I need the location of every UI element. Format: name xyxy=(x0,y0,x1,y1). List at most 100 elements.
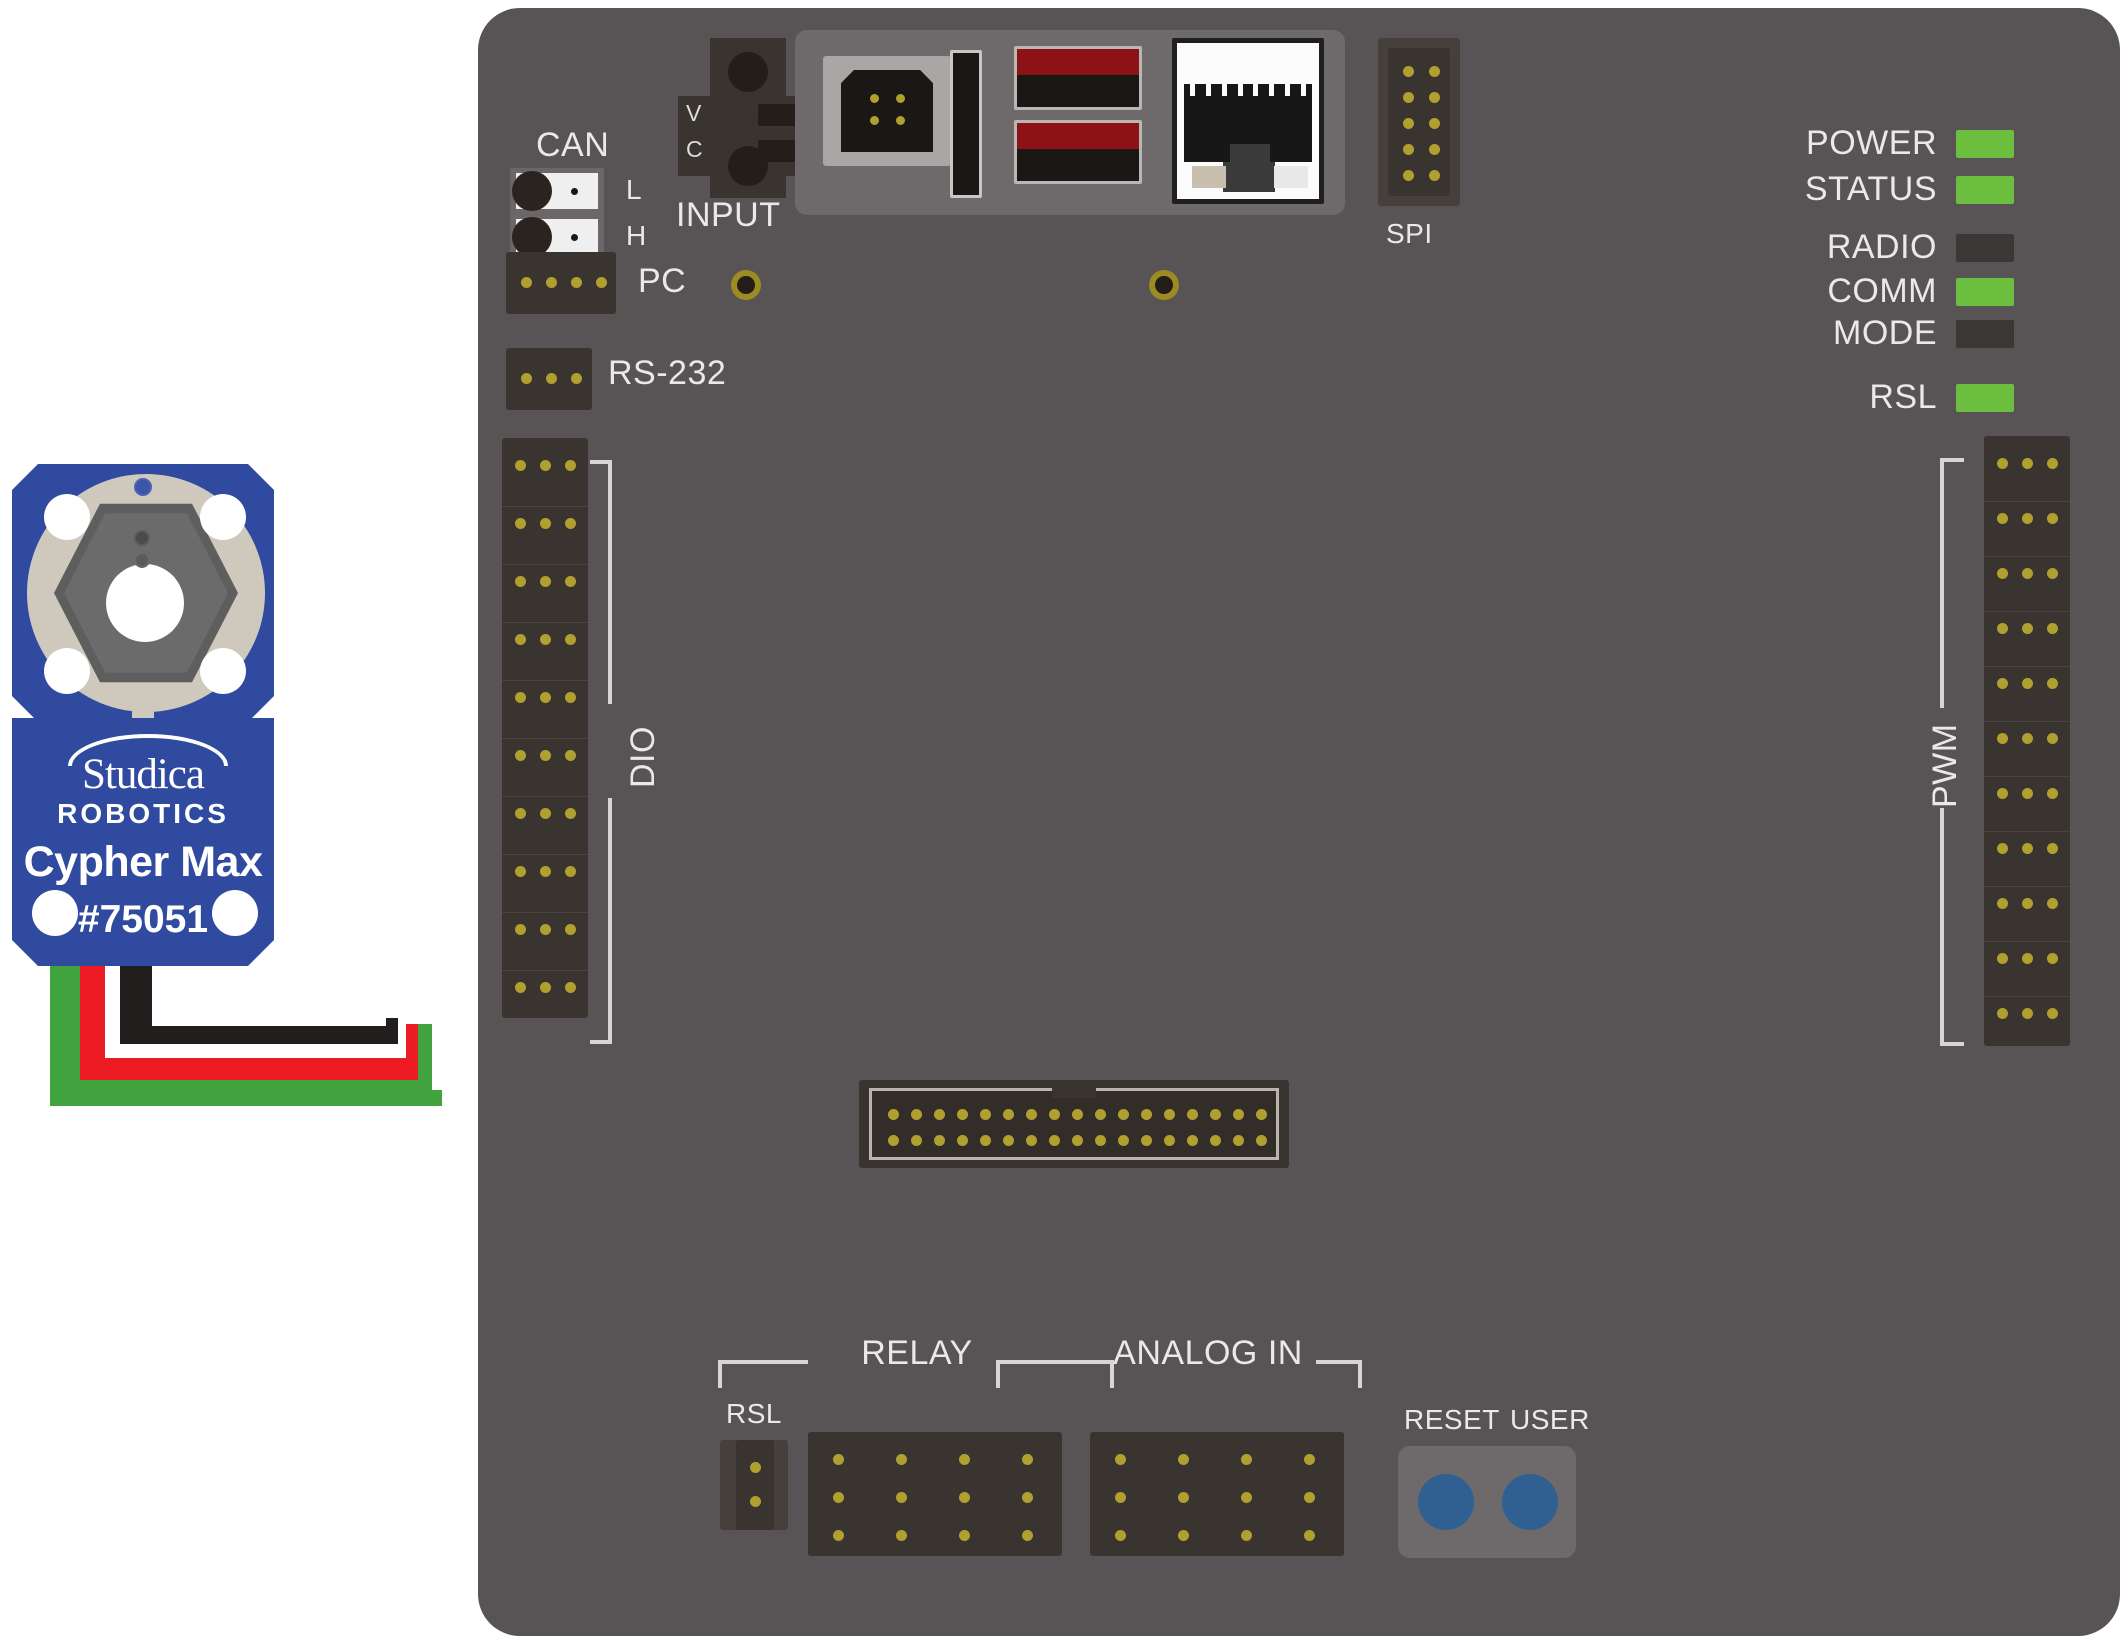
header-pin xyxy=(1241,1492,1252,1503)
header-pin xyxy=(2047,953,2058,964)
controller-board: CAN L H V C INPUT xyxy=(478,8,2120,1636)
header-pin xyxy=(2047,678,2058,689)
header-row-divider xyxy=(502,738,588,739)
header-pin xyxy=(833,1530,844,1541)
header-row-divider xyxy=(502,680,588,681)
header-pin xyxy=(2022,788,2033,799)
rs232-header[interactable] xyxy=(506,348,592,410)
led-rsl-label: RSL xyxy=(1869,378,1937,416)
header-pin xyxy=(1997,623,2008,634)
led-comm-label: COMM xyxy=(1827,272,1937,310)
header-pin xyxy=(1997,678,2008,689)
reset-button-label: RESET xyxy=(1404,1404,1500,1435)
header-pin xyxy=(2022,513,2033,524)
header-pin xyxy=(1210,1135,1221,1146)
header-pin xyxy=(1997,898,2008,909)
header-pin xyxy=(1997,1008,2008,1019)
mount-hole-bl2 xyxy=(32,890,78,936)
pwm-header[interactable] xyxy=(1984,436,2070,1046)
header-row-divider xyxy=(1984,666,2070,667)
dio-header[interactable] xyxy=(502,438,588,1018)
header-pin xyxy=(2047,458,2058,469)
led-comm-indicator xyxy=(1956,278,2014,306)
header-pin xyxy=(515,982,526,993)
wire-divider-4b xyxy=(432,1018,442,1090)
reset-button[interactable] xyxy=(1418,1474,1474,1530)
header-pin xyxy=(1072,1109,1083,1120)
header-pin xyxy=(2047,568,2058,579)
header-pin xyxy=(540,924,551,935)
pc-header[interactable] xyxy=(506,252,616,314)
analog-in-header[interactable] xyxy=(1090,1432,1344,1556)
header-pin xyxy=(565,924,576,935)
sensor-brand-sub: ROBOTICS xyxy=(57,798,229,829)
header-pin xyxy=(1256,1135,1267,1146)
header-pin xyxy=(540,982,551,993)
header-pin xyxy=(1256,1109,1267,1120)
header-pin xyxy=(1178,1492,1189,1503)
header-pin xyxy=(888,1135,899,1146)
header-pin xyxy=(1178,1454,1189,1465)
sensor-product-name: Cypher Max xyxy=(23,838,263,886)
led-status-label: STATUS xyxy=(1804,170,1937,208)
header-pin xyxy=(980,1135,991,1146)
mount-hole-br2 xyxy=(212,890,258,936)
header-pin xyxy=(1115,1492,1126,1503)
header-pin xyxy=(1304,1492,1315,1503)
header-pin xyxy=(2022,678,2033,689)
mounting-hole-right xyxy=(1149,270,1179,300)
rs232-label: RS-232 xyxy=(608,354,727,392)
header-pin xyxy=(1997,568,2008,579)
header-pin xyxy=(1022,1530,1033,1541)
wire-divider-7 xyxy=(42,1076,50,1114)
header-row-divider xyxy=(1984,941,2070,942)
header-pin xyxy=(515,518,526,529)
header-pin xyxy=(515,924,526,935)
user-button[interactable] xyxy=(1502,1474,1558,1530)
header-pin xyxy=(1026,1135,1037,1146)
header-pin xyxy=(540,634,551,645)
header-pin xyxy=(2022,953,2033,964)
header-pin xyxy=(1118,1135,1129,1146)
usb-a-port-1[interactable] xyxy=(1014,46,1142,110)
relay-header[interactable] xyxy=(808,1432,1062,1556)
can-terminal-block[interactable] xyxy=(510,168,604,260)
wire-divider-2 xyxy=(105,1044,405,1058)
header-pin xyxy=(2047,733,2058,744)
signal-wire-horizontal xyxy=(50,1080,442,1110)
input-label: INPUT xyxy=(676,196,781,234)
sensor-brand: Studica xyxy=(82,751,205,798)
wire-divider-5 xyxy=(442,1012,450,1112)
led-radio-label: RADIO xyxy=(1826,228,1937,266)
header-row-divider xyxy=(1984,611,2070,612)
header-pin xyxy=(2047,898,2058,909)
header-row-divider xyxy=(502,970,588,971)
header-pin xyxy=(2022,1008,2033,1019)
header-pin xyxy=(896,1454,907,1465)
header-pin xyxy=(565,692,576,703)
header-pin xyxy=(1095,1109,1106,1120)
header-pin xyxy=(1022,1454,1033,1465)
can-label: CAN xyxy=(536,126,610,164)
header-pin xyxy=(565,518,576,529)
spi-label: SPI xyxy=(1386,218,1433,249)
header-pin xyxy=(515,460,526,471)
header-pin xyxy=(1141,1109,1152,1120)
usb-a-port-2[interactable] xyxy=(1014,120,1142,184)
header-row-divider xyxy=(1984,721,2070,722)
header-pin xyxy=(1141,1135,1152,1146)
header-row-divider xyxy=(502,854,588,855)
micro-sd-slot[interactable] xyxy=(950,50,982,198)
can-terminal-l-label: L xyxy=(626,174,643,205)
header-pin xyxy=(1997,513,2008,524)
header-pin xyxy=(911,1109,922,1120)
user-button-label: USER xyxy=(1510,1404,1590,1435)
header-pin xyxy=(1210,1109,1221,1120)
mount-hole-bl xyxy=(44,648,90,694)
header-pin xyxy=(896,1492,907,1503)
input-pin-c-label: C xyxy=(686,136,704,162)
header-pin xyxy=(1115,1454,1126,1465)
led-mode-label: MODE xyxy=(1833,314,1937,352)
rsl-header[interactable] xyxy=(720,1440,788,1530)
header-row-divider xyxy=(502,564,588,565)
